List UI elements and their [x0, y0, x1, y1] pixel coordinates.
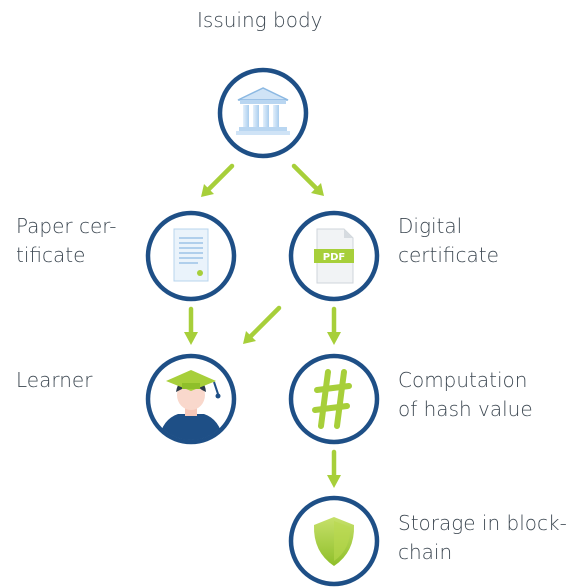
node-issuing-body	[217, 67, 309, 159]
node-paper-certificate	[145, 210, 237, 302]
paper-document-icon	[173, 228, 209, 282]
shield-icon	[313, 517, 355, 566]
arrows	[184, 163, 341, 488]
label-line: certificate	[398, 243, 499, 267]
label-line: tificate	[16, 243, 86, 267]
label-blockchain: Storage in block- chain	[398, 509, 567, 567]
arrow-issuer-to-paper	[201, 163, 235, 197]
institution-building-icon	[236, 87, 290, 135]
label-line: Storage in block-	[398, 511, 567, 535]
label-paper-certificate: Paper cer- tificate	[16, 212, 116, 270]
label-line: Learner	[16, 368, 93, 392]
arrow-issuer-to-digital	[291, 163, 324, 196]
arrow-digital-to-learner	[243, 305, 282, 344]
node-hash	[288, 353, 380, 445]
label-line: Digital	[398, 214, 463, 238]
pdf-document-icon: PDF	[314, 228, 354, 284]
pdf-badge-label: PDF	[323, 252, 345, 263]
label-hash: Computation of hash value	[398, 366, 533, 424]
node-blockchain	[288, 495, 380, 587]
label-digital-certificate: Digital certificate	[398, 212, 499, 270]
hash-symbol-icon	[312, 369, 352, 429]
arrow-paper-to-learner	[184, 306, 198, 345]
label-line: chain	[398, 540, 453, 564]
label-learner: Learner	[16, 366, 92, 395]
node-digital-certificate: PDF	[288, 210, 380, 302]
diagram-title: Issuing body	[197, 8, 323, 32]
label-line: Paper cer-	[16, 214, 117, 238]
node-learner	[145, 353, 237, 445]
arrow-hash-to-blockchain	[327, 449, 341, 488]
arrow-digital-to-hash	[327, 306, 341, 345]
label-line: of hash value	[398, 397, 533, 421]
label-line: Computation	[398, 368, 528, 392]
